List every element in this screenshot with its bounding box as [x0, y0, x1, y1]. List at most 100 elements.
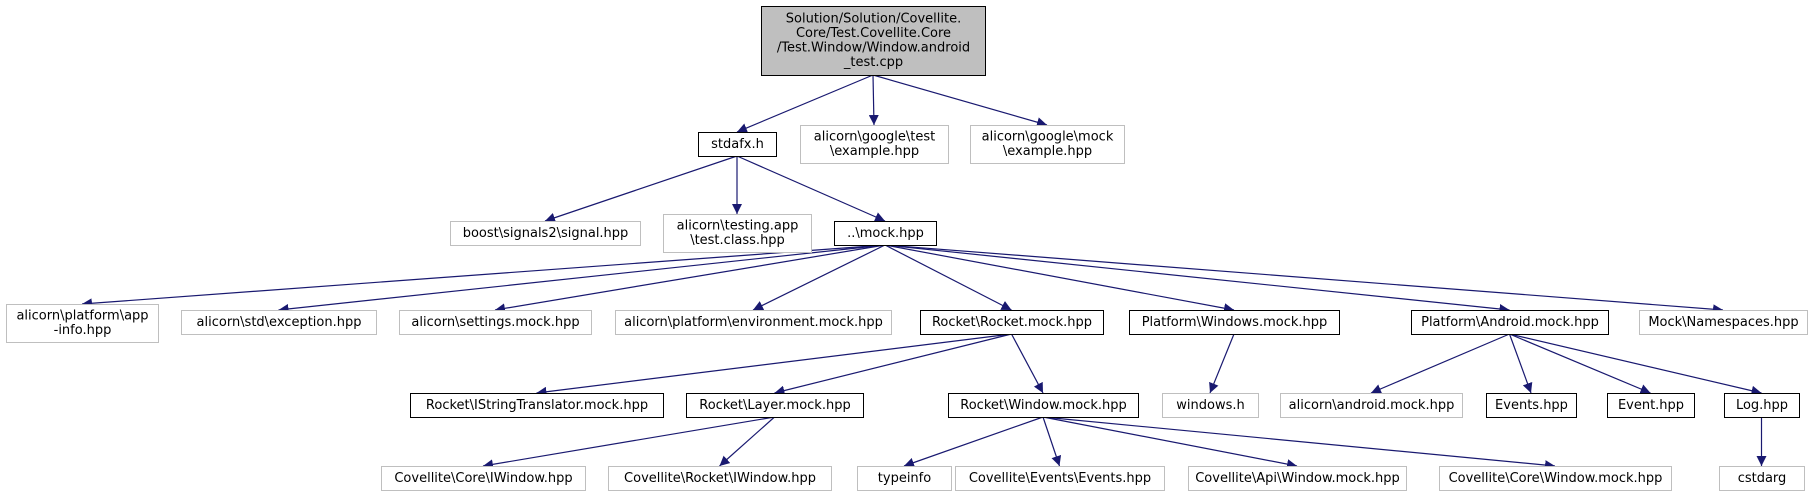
node-cstdarg: cstdarg	[1719, 466, 1805, 491]
edge-mock-to-rocketmock	[884, 244, 1012, 311]
node-box	[1724, 393, 1800, 418]
node-label: Core/Test.Covellite.Core	[796, 26, 951, 41]
node-label: Covellite\Core\IWindow.hpp	[394, 471, 572, 486]
node-label: Event.hpp	[1618, 398, 1684, 413]
node-rwindow[interactable]: Rocket\Window.mock.hpp	[948, 393, 1139, 418]
edge-root-to-gmock	[872, 74, 1048, 128]
node-label: boost\signals2\signal.hpp	[463, 226, 629, 241]
node-box	[970, 125, 1125, 164]
node-box	[1639, 310, 1808, 335]
node-label: Rocket\IStringTranslator.mock.hpp	[426, 398, 648, 413]
node-aandroid: alicorn\android.mock.hpp	[1280, 393, 1463, 418]
node-label: \test.class.hpp	[690, 233, 785, 248]
node-label: Solution/Solution/Covellite.	[786, 12, 961, 27]
node-label: ..\mock.hpp	[847, 226, 924, 241]
node-events[interactable]: Events.hpp	[1486, 393, 1577, 418]
node-istring[interactable]: Rocket\IStringTranslator.mock.hpp	[410, 393, 664, 418]
node-label: Covellite\Rocket\IWindow.hpp	[624, 471, 816, 486]
edge-rwindow-to-eventsevents	[1042, 416, 1062, 467]
node-label: Covellite\Events\Events.hpp	[969, 471, 1151, 486]
node-corewindow: Covellite\Core\Window.mock.hpp	[1439, 466, 1672, 491]
node-gtest: alicorn\google\test\example.hpp	[800, 125, 949, 164]
node-label: -info.hpp	[54, 323, 112, 338]
node-label: _test.cpp	[843, 55, 903, 70]
node-box	[1411, 310, 1609, 335]
edge-mock-to-exception	[278, 244, 886, 314]
node-label: Rocket\Window.mock.hpp	[960, 398, 1126, 413]
node-layer[interactable]: Rocket\Layer.mock.hpp	[686, 393, 864, 418]
node-box	[686, 393, 864, 418]
node-event[interactable]: Event.hpp	[1607, 393, 1695, 418]
edge-rwindow-to-corewindow	[1042, 416, 1556, 471]
node-label: stdafx.h	[711, 137, 764, 152]
node-exception: alicorn\std\exception.hpp	[181, 310, 377, 335]
node-log[interactable]: Log.hpp	[1724, 393, 1800, 418]
node-windowsh: windows.h	[1162, 393, 1259, 418]
edge-mock-to-androidmock	[884, 244, 1510, 314]
node-namespaces: Mock\Namespaces.hpp	[1639, 310, 1808, 335]
node-label: windows.h	[1176, 398, 1244, 413]
node-mock[interactable]: ..\mock.hpp	[834, 221, 937, 246]
node-appinfo: alicorn\platform\app-info.hpp	[6, 304, 159, 343]
node-box	[450, 221, 641, 246]
node-typeinfo: typeinfo	[857, 466, 952, 491]
node-label: alicorn\settings.mock.hpp	[411, 315, 579, 330]
node-box	[857, 466, 952, 491]
node-apiwindow: Covellite\Api\Window.mock.hpp	[1188, 466, 1407, 491]
node-box	[6, 304, 159, 343]
node-label: Log.hpp	[1736, 398, 1788, 413]
node-label: Mock\Namespaces.hpp	[1648, 315, 1798, 330]
edge-layer-to-rocketiwindow	[719, 416, 775, 467]
node-label: alicorn\google\mock	[982, 130, 1114, 145]
edge-root-to-stdafx	[736, 74, 874, 133]
node-label: alicorn\android.mock.hpp	[1289, 398, 1455, 413]
node-gmock: alicorn\google\mock\example.hpp	[970, 125, 1125, 164]
node-box	[1719, 466, 1805, 491]
node-label: Covellite\Api\Window.mock.hpp	[1195, 471, 1400, 486]
node-label: alicorn\testing.app	[677, 219, 799, 234]
node-label: Platform\Android.mock.hpp	[1421, 315, 1599, 330]
node-label: \example.hpp	[830, 144, 919, 159]
edge-winmock-to-windowsh	[1209, 333, 1235, 394]
node-box	[920, 310, 1104, 335]
edge-androidmock-to-event	[1509, 333, 1651, 394]
node-label: Covellite\Core\Window.mock.hpp	[1449, 471, 1663, 486]
edge-root-to-gtest	[868, 74, 879, 126]
node-winmock[interactable]: Platform\Windows.mock.hpp	[1129, 310, 1340, 335]
node-box	[1188, 466, 1407, 491]
node-label: /Test.Window/Window.android	[777, 41, 970, 56]
node-label: Rocket\Layer.mock.hpp	[699, 398, 850, 413]
edge-androidmock-to-aandroid	[1370, 333, 1510, 394]
edge-androidmock-to-log	[1509, 333, 1762, 396]
edge-rocketmock-to-istring	[536, 333, 1012, 397]
node-box	[1439, 466, 1672, 491]
edges-layer	[81, 74, 1767, 471]
node-box	[663, 214, 812, 253]
node-root[interactable]: Solution/Solution/Covellite.Core/Test.Co…	[761, 6, 986, 76]
node-androidmock[interactable]: Platform\Android.mock.hpp	[1411, 310, 1609, 335]
edge-stdafx-to-mock	[736, 155, 886, 222]
node-box	[615, 310, 892, 335]
edge-mock-to-settings	[494, 244, 886, 314]
node-label: alicorn\platform\app	[16, 309, 148, 324]
node-box	[698, 132, 777, 157]
node-box	[834, 221, 937, 246]
edge-mock-to-appinfo	[81, 244, 886, 309]
node-label: alicorn\platform\environment.mock.hpp	[624, 315, 883, 330]
node-box	[800, 125, 949, 164]
node-box	[1162, 393, 1259, 418]
edge-rocketmock-to-layer	[774, 333, 1012, 396]
edge-mock-to-namespaces	[884, 244, 1724, 315]
edge-androidmock-to-events	[1508, 333, 1533, 394]
edge-rwindow-to-typeinfo	[903, 416, 1044, 468]
node-stdafx[interactable]: stdafx.h	[698, 132, 777, 157]
node-rocketmock[interactable]: Rocket\Rocket.mock.hpp	[920, 310, 1104, 335]
node-box	[410, 393, 664, 418]
node-box	[761, 6, 986, 76]
nodes-layer: Solution/Solution/Covellite.Core/Test.Co…	[6, 6, 1808, 491]
edge-mock-to-environment	[752, 244, 886, 311]
node-box	[1129, 310, 1340, 335]
node-box	[955, 466, 1165, 491]
node-eventsevents: Covellite\Events\Events.hpp	[955, 466, 1165, 491]
